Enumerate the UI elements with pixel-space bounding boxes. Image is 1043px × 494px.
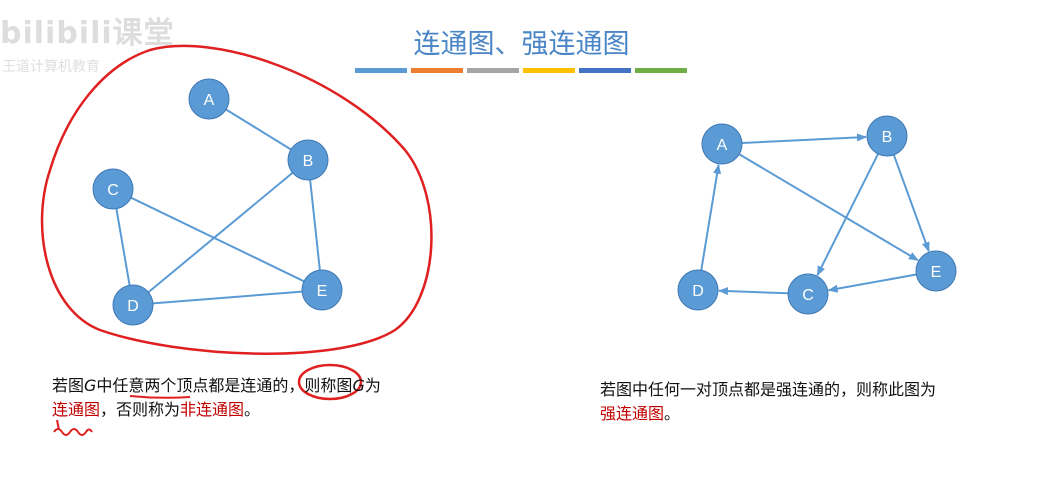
title-bar-segment <box>467 68 519 73</box>
term-connected-graph: 连通图 <box>52 400 101 419</box>
left-edge-C-E <box>130 196 305 283</box>
title-bar-segment <box>579 68 631 73</box>
right-edge-C-D <box>717 287 789 296</box>
right-edge-B-E <box>892 154 930 253</box>
left-node-label-A: A <box>204 92 215 109</box>
right-graph-nodes: A B C D E <box>677 115 957 315</box>
left-node-D <box>112 284 154 326</box>
right-edge-A-B <box>741 133 868 145</box>
annotation-circle-connected <box>297 363 363 401</box>
left-edge-A-B <box>225 108 292 151</box>
left-caption-text-1: 若图 <box>52 376 85 395</box>
right-edge-E-C <box>827 273 917 293</box>
left-graph-nodes: A B C D E <box>92 78 343 326</box>
right-edge-B-C <box>816 153 879 277</box>
left-caption-text-4: ，否则称为 <box>100 400 181 419</box>
watermark-subtitle: 王道计算机教育 <box>2 59 100 75</box>
title-bar-segment <box>411 68 463 73</box>
left-edge-D-E <box>152 290 303 305</box>
right-node-label-C: C <box>802 287 814 304</box>
annotation-tick <box>56 419 60 431</box>
right-node-label-E: E <box>931 264 942 281</box>
right-edge-D-A <box>700 163 722 271</box>
right-node-A <box>701 123 743 165</box>
left-edge-B-E <box>309 179 321 271</box>
annotation-circle-left-graph <box>40 44 433 355</box>
left-node-C <box>92 168 134 210</box>
right-node-label-D: D <box>692 283 704 300</box>
left-edge-C-D <box>115 208 131 286</box>
right-node-C <box>787 273 829 315</box>
term-disconnected-graph: 非连通图 <box>180 400 245 419</box>
left-caption-text-2: 中任意两个顶点都是连通的，则称图 <box>96 376 353 395</box>
left-node-label-C: C <box>107 182 119 199</box>
left-node-A <box>188 78 230 120</box>
right-caption: 若图中任何一对顶点都是强连通的，则称此图为 强连通图。 <box>600 378 1040 426</box>
right-node-label-A: A <box>717 137 728 154</box>
slide-title: 连通图、强连通图 <box>413 29 630 60</box>
term-strongly-connected-graph: 强连通图 <box>600 404 665 423</box>
left-node-label-B: B <box>303 153 314 170</box>
right-node-E <box>915 250 957 292</box>
right-caption-text-2: 。 <box>664 404 681 423</box>
left-graph-edges <box>115 108 321 305</box>
title-bar-segment <box>635 68 687 73</box>
title-bar-segment <box>523 68 575 73</box>
right-node-label-B: B <box>882 129 893 146</box>
right-node-B <box>866 115 908 157</box>
right-graph-edges <box>700 133 930 296</box>
left-caption-text-5: 。 <box>244 400 261 419</box>
right-edge-A-E <box>738 153 919 262</box>
title-bar-segment <box>355 68 407 73</box>
left-edge-B-D <box>147 171 294 294</box>
left-caption-graph-symbol-2: G <box>352 376 365 395</box>
left-caption: 若图G中任意两个顶点都是连通的，则称图G为 连通图，否则称为非连通图。 <box>52 374 472 422</box>
left-node-B <box>287 139 329 181</box>
left-caption-graph-symbol-1: G <box>84 376 97 395</box>
left-caption-text-3: 为 <box>364 376 381 395</box>
left-node-label-D: D <box>127 298 139 315</box>
annotation-underline-any <box>129 395 191 399</box>
right-node-D <box>677 269 719 311</box>
annotation-squiggle <box>53 428 93 436</box>
right-caption-text-1: 若图中任何一对顶点都是强连通的，则称此图为 <box>600 380 937 399</box>
left-node-label-E: E <box>317 283 328 300</box>
left-node-E <box>301 269 343 311</box>
watermark-logo: bilibili课堂 <box>0 16 175 51</box>
